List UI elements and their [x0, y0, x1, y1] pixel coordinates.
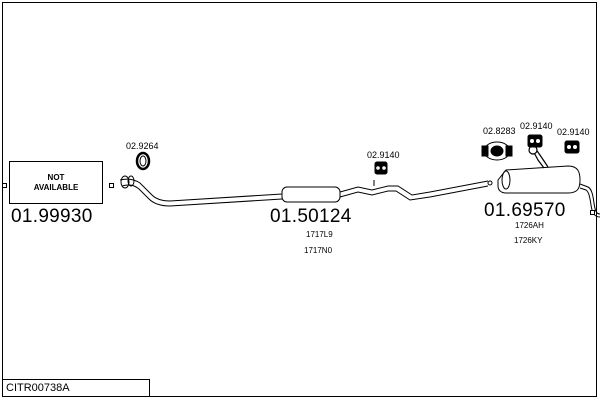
middle-part-number[interactable]: 01.50124: [270, 206, 352, 227]
rear-silencer: [497, 165, 600, 218]
front-pipe: [119, 175, 283, 207]
hanger-rear-1-label[interactable]: 02.9140: [520, 121, 553, 131]
hanger-rear-2-icon: [564, 140, 580, 154]
clamp-rear-label[interactable]: 02.8283: [483, 126, 516, 136]
connector-left-dot: [2, 183, 7, 188]
middle-oem-1: 1717L9: [306, 230, 333, 239]
rear-oem-2: 1726KY: [514, 236, 543, 245]
assembly-code-box: CITR00738A: [2, 379, 150, 397]
hanger-rear-1-icon: [527, 134, 543, 148]
rear-part-number[interactable]: 01.69570: [484, 200, 566, 221]
middle-silencer: [281, 180, 493, 203]
hanger-middle-label[interactable]: 02.9140: [367, 150, 400, 160]
rear-hangers: [528, 144, 549, 169]
not-available-box: NOT AVAILABLE: [9, 161, 103, 204]
hanger-middle-icon: [374, 161, 388, 175]
front-part-number[interactable]: 01.99930: [11, 206, 93, 227]
not-available-label: NOT AVAILABLE: [33, 172, 79, 192]
hanger-rear-2-label[interactable]: 02.9140: [557, 127, 590, 137]
assembly-code: CITR00738A: [6, 382, 70, 394]
clamp-front-icon: [135, 151, 151, 171]
clamp-rear-icon: [481, 141, 513, 161]
connector-front-dot: [109, 183, 114, 188]
rear-oem-1: 1726AH: [515, 221, 544, 230]
middle-oem-2: 1717N0: [304, 246, 333, 255]
clamp-front-label[interactable]: 02.9264: [126, 141, 159, 151]
connector-right-dot: [590, 210, 595, 215]
diagram-frame: [2, 2, 597, 397]
